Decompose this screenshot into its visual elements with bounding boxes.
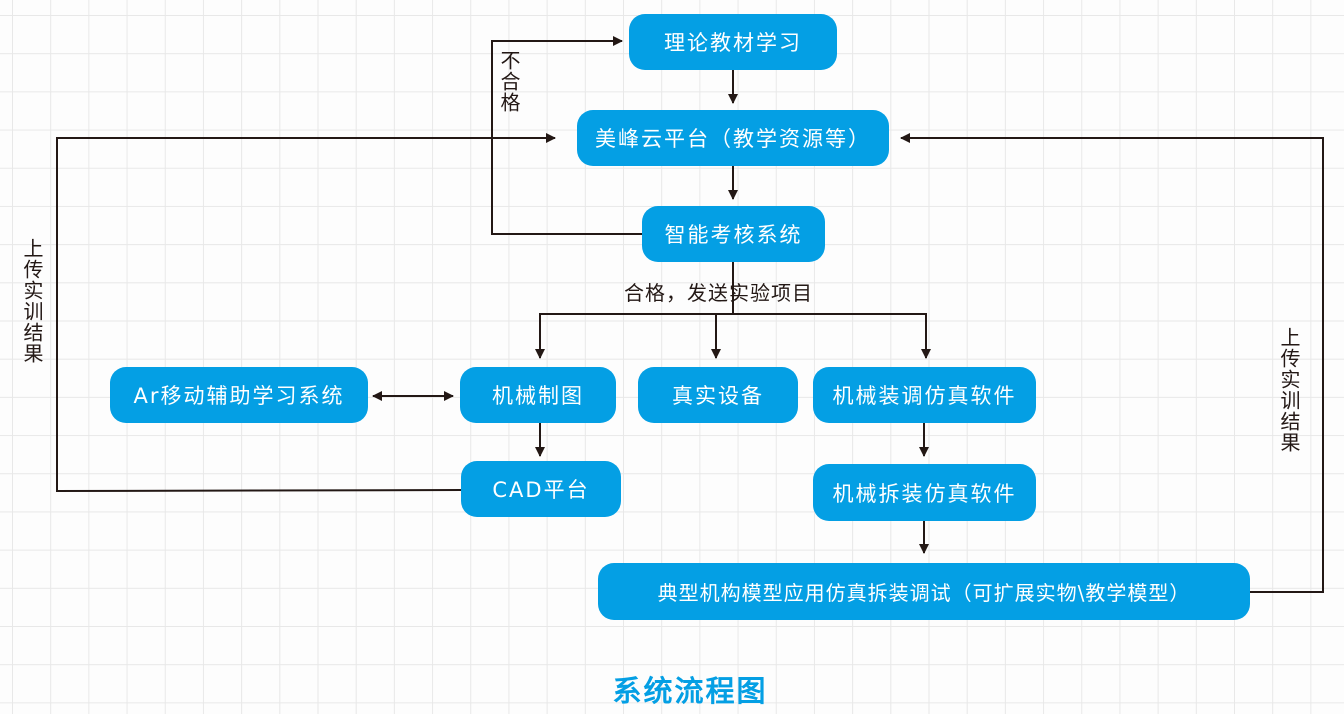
node-theory-study: 理论教材学习: [629, 14, 837, 70]
label-upload-results-right: 上传实训结果: [1277, 327, 1301, 453]
node-assessment-system: 智能考核系统: [642, 206, 825, 262]
node-disassembly-simulation: 机械拆装仿真软件: [813, 464, 1036, 521]
label-upload-results-left: 上传实训结果: [20, 238, 44, 364]
edge-typical-upload-to-cloud: [900, 133, 1324, 593]
label-pass-send-experiment: 合格，发送实验项目: [624, 281, 813, 305]
node-typical-mechanism: 典型机构模型应用仿真拆装调试（可扩展实物\教学模型）: [598, 563, 1250, 620]
edge-cad-upload-to-cloud: [56, 133, 556, 493]
node-cad-platform: CAD平台: [461, 461, 621, 517]
node-adjust-simulation: 机械装调仿真软件: [813, 367, 1036, 423]
node-mechanical-drawing: 机械制图: [460, 367, 616, 423]
label-fail: 不合格: [497, 50, 521, 113]
edge-assess-to-adjust: [733, 313, 931, 359]
node-real-equipment: 真实设备: [638, 367, 798, 423]
edge-assess-to-drawing: [535, 262, 734, 359]
node-cloud-platform: 美峰云平台（教学资源等）: [577, 110, 889, 166]
node-ar-learning-system: Ar移动辅助学习系统: [110, 367, 368, 423]
diagram-title: 系统流程图: [612, 674, 768, 708]
